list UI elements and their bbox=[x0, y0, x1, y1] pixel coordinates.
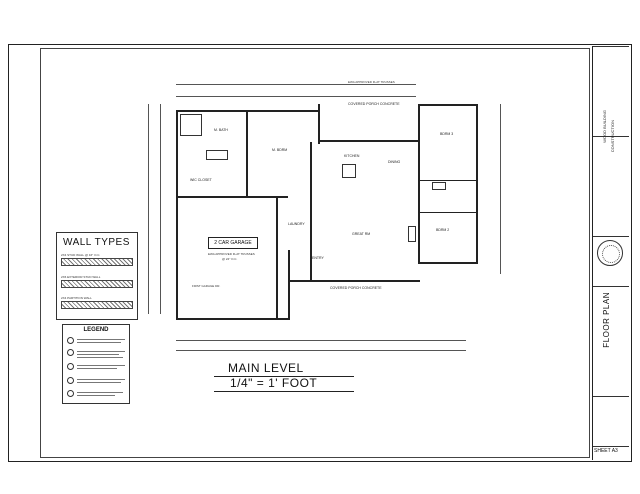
legend-text-line bbox=[77, 382, 121, 383]
exterior-wall bbox=[176, 318, 290, 320]
legend-symbol-icon bbox=[67, 377, 74, 384]
room-label-master-bedroom: M. BDRM bbox=[272, 148, 288, 152]
dimension-line bbox=[176, 340, 466, 341]
legend-symbol-icon bbox=[67, 363, 74, 370]
kitchen-island-icon bbox=[342, 164, 356, 178]
exterior-wall bbox=[418, 262, 478, 264]
exterior-wall bbox=[476, 104, 478, 264]
legend-symbol-icon bbox=[67, 337, 74, 344]
truss-note: EWA APPROVED FLAT TRUSSES bbox=[348, 80, 395, 84]
wall-types-panel: WALL TYPES 2X4 STUD WALL @ 16" O.C. 2X6 … bbox=[56, 232, 138, 320]
vanity-icon bbox=[206, 150, 228, 160]
legend-text-line bbox=[77, 354, 119, 355]
wall-type-caption: 2X4 PARTITION WALL bbox=[61, 296, 92, 300]
room-label-bedroom-2: BDRM 2 bbox=[436, 228, 450, 232]
legend-text-line bbox=[77, 368, 117, 369]
dimension-line bbox=[176, 350, 466, 351]
sheet-border bbox=[8, 44, 632, 462]
room-label-porch: COVERED PORCH CONCRETE bbox=[330, 286, 382, 290]
title-block-project bbox=[593, 136, 629, 236]
exterior-wall bbox=[318, 104, 320, 144]
interior-wall bbox=[276, 196, 278, 318]
vanity-icon bbox=[432, 182, 446, 190]
title-block-revisions bbox=[593, 396, 629, 446]
room-label-master-bath: M. BATH bbox=[214, 128, 228, 132]
caption-rule bbox=[214, 391, 354, 392]
dimension-line bbox=[160, 104, 161, 314]
wall-types-title: WALL TYPES bbox=[63, 237, 130, 248]
title-block-sheet bbox=[593, 446, 629, 460]
tub-icon bbox=[180, 114, 202, 136]
legend-symbol-icon bbox=[67, 390, 74, 397]
exterior-wall bbox=[418, 104, 476, 106]
drawing-frame bbox=[40, 48, 590, 458]
exterior-wall bbox=[176, 110, 320, 112]
caption-rule bbox=[214, 376, 354, 377]
legend-symbol-icon bbox=[67, 349, 74, 356]
title-block bbox=[592, 46, 629, 460]
room-label-laundry: LAUNDRY bbox=[288, 222, 305, 226]
wall-type-swatch bbox=[61, 301, 133, 309]
room-label-dining: DINING bbox=[388, 160, 401, 164]
room-label-great-room: GREAT RM bbox=[352, 232, 371, 236]
garage-slab-note: FIRST GARAGE DR. bbox=[192, 284, 221, 288]
title-block-seal-area bbox=[593, 236, 629, 286]
title-block-header bbox=[593, 46, 629, 136]
legend-text-line bbox=[77, 365, 125, 366]
interior-wall bbox=[176, 196, 288, 198]
legend-text-line bbox=[77, 379, 125, 380]
exterior-wall bbox=[288, 280, 420, 282]
dimension-line bbox=[176, 84, 416, 85]
room-label-entry: ENTRY bbox=[312, 256, 324, 260]
room-label-bedroom-3: BDRM 3 bbox=[440, 132, 454, 136]
dimension-line bbox=[148, 104, 149, 314]
wall-type-caption: 2X6 EXTERIOR STUD WALL bbox=[61, 275, 101, 279]
engineer-seal-icon bbox=[597, 240, 623, 266]
exterior-wall bbox=[176, 110, 178, 320]
plan-scale: 1/4" = 1' FOOT bbox=[230, 376, 318, 390]
legend-text-line bbox=[77, 342, 121, 343]
room-label-porch: COVERED PORCH CONCRETE bbox=[348, 102, 400, 106]
legend-text-line bbox=[77, 351, 125, 352]
room-label-kitchen: KITCHEN bbox=[344, 154, 360, 158]
legend-text-line bbox=[77, 339, 125, 340]
title-block-title-area bbox=[593, 286, 629, 396]
wall-type-swatch bbox=[61, 258, 133, 266]
room-label-closet: WIC CLOSET bbox=[190, 178, 212, 182]
fireplace-icon bbox=[408, 226, 416, 242]
interior-wall bbox=[310, 142, 312, 282]
wall-type-swatch bbox=[61, 280, 133, 288]
truss-note: EWA APPROVED FLAT TRUSSES bbox=[208, 252, 255, 256]
legend-text-line bbox=[77, 357, 123, 358]
legend-title: LEGEND bbox=[83, 327, 109, 333]
exterior-wall bbox=[318, 140, 418, 142]
legend-panel: LEGEND bbox=[62, 324, 130, 404]
legend-text-line bbox=[77, 395, 115, 396]
truss-spacing-note: @ 24" O.C. bbox=[222, 257, 238, 261]
exterior-wall bbox=[288, 250, 290, 320]
plan-caption: MAIN LEVEL bbox=[228, 361, 304, 375]
interior-wall bbox=[246, 110, 248, 196]
wall-type-caption: 2X4 STUD WALL @ 16" O.C. bbox=[61, 253, 101, 257]
dimension-line bbox=[500, 104, 501, 274]
room-label-garage: 2 CAR GARAGE bbox=[208, 237, 258, 249]
legend-text-line bbox=[77, 392, 123, 393]
dimension-line bbox=[176, 96, 416, 97]
interior-wall bbox=[420, 212, 476, 213]
interior-wall bbox=[418, 104, 420, 264]
interior-wall bbox=[420, 180, 476, 181]
sheet-number: SHEET A3 bbox=[594, 448, 618, 454]
